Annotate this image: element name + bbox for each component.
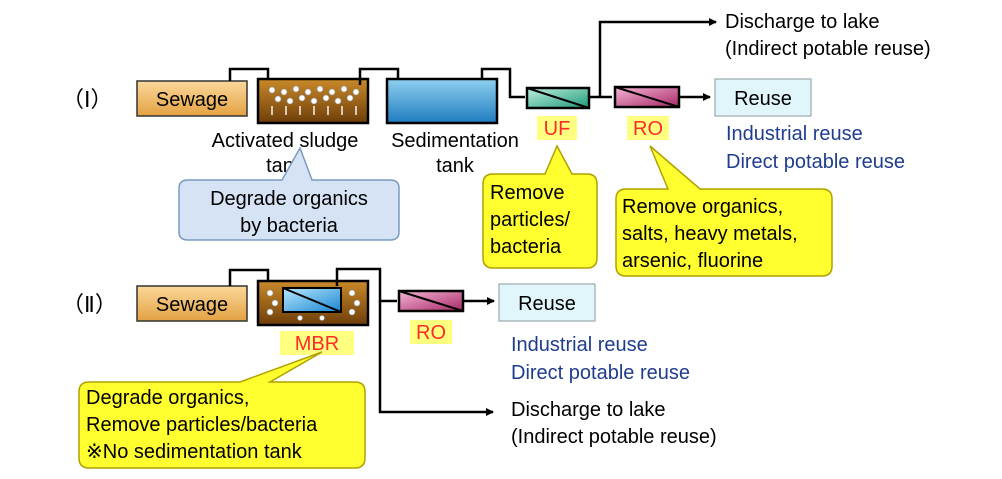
row1-sewage-label: Sewage xyxy=(156,89,228,111)
row1-industrial-reuse: Industrial reuse xyxy=(726,123,863,145)
row1-discharge-1: Discharge to lake xyxy=(725,11,880,33)
row1-direct-potable-reuse: Direct potable reuse xyxy=(726,151,905,173)
row1-pipe-sludge-sed xyxy=(358,67,400,85)
row1-marker: （Ⅰ） xyxy=(62,87,113,112)
row1-callout-bacteria: Degrade organics by bacteria xyxy=(178,146,400,241)
row1-uf-tag: UF xyxy=(537,116,577,140)
row2-marker: （Ⅱ） xyxy=(62,292,117,317)
row2-industrial-reuse: Industrial reuse xyxy=(511,334,648,356)
row1-sed-label-1: Sedimentation xyxy=(391,130,519,152)
row1-activated-sludge-tank xyxy=(256,77,370,125)
row1-reuse-box: Reuse xyxy=(714,78,812,117)
row2-ro-tag: RO xyxy=(410,320,452,344)
row1-callout-bacteria-1: Degrade organics xyxy=(210,188,368,210)
row2-mbr-tag: MBR xyxy=(280,331,354,355)
row1-aerator-icon xyxy=(271,106,357,115)
row2-pipe-mbr-ro xyxy=(335,267,397,303)
row1-sed-label-2: tank xyxy=(436,155,475,177)
row1-sewage-box: Sewage xyxy=(136,80,248,117)
row1-arrow-discharge xyxy=(598,18,717,97)
row2-discharge-1: Discharge to lake xyxy=(511,399,666,421)
row2-reuse-label: Reuse xyxy=(518,293,576,315)
row1-ro-tag: RO xyxy=(627,116,669,140)
row2-ro-label: RO xyxy=(416,322,446,344)
row1-ro-module xyxy=(613,85,681,109)
row2-reuse-box: Reuse xyxy=(498,283,596,322)
row1-sedimentation-tank xyxy=(385,77,499,125)
row2-pipe-sewage-mbr xyxy=(228,268,270,286)
row1-uf-module xyxy=(525,86,591,110)
row2-mbr-tank xyxy=(256,279,370,327)
row1-callout-ro: Remove organics, salts, heavy metals, ar… xyxy=(615,145,833,277)
row1-discharge-2: (Indirect potable reuse) xyxy=(725,38,931,60)
row1-bubbles-icon xyxy=(268,85,360,105)
row1-reuse-label: Reuse xyxy=(734,88,792,110)
row2-direct-potable-reuse: Direct potable reuse xyxy=(511,362,690,384)
row1-callout-ro-1: Remove organics, xyxy=(622,196,783,218)
row2-callout-mbr: Degrade organics, Remove particles/bacte… xyxy=(78,351,366,469)
row1-callout-bacteria-2: by bacteria xyxy=(240,215,339,237)
row1-callout-uf-3: bacteria xyxy=(490,236,562,258)
row2-sewage-label: Sewage xyxy=(156,294,228,316)
row2-bubbles-icon xyxy=(266,289,361,321)
row2-callout-mbr-2: Remove particles/bacteria xyxy=(86,414,318,436)
row1-callout-ro-2: salts, heavy metals, xyxy=(622,223,798,245)
row1-uf-label: UF xyxy=(544,118,571,140)
row1-sludge-label-1: Activated sludge xyxy=(212,130,359,152)
row2-mbr-label: MBR xyxy=(295,333,339,355)
row1-callout-uf-1: Remove xyxy=(490,182,564,204)
row2-arrow-discharge xyxy=(378,301,494,416)
row2-callout-mbr-3: ※No sedimentation tank xyxy=(86,441,303,463)
row1-callout-uf: Remove particles/ bacteria xyxy=(482,144,598,269)
row2-ro-module xyxy=(397,289,465,313)
row2-discharge-2: (Indirect potable reuse) xyxy=(511,426,717,448)
row2-sewage-box: Sewage xyxy=(136,285,248,322)
row1-callout-uf-2: particles/ xyxy=(490,209,570,231)
row1-pipe-sewage-sludge xyxy=(228,67,270,85)
row1-ro-label: RO xyxy=(633,118,663,140)
row1-callout-ro-3: arsenic, fluorine xyxy=(622,250,763,272)
row1-pipe-sed-uf xyxy=(480,67,525,99)
row2-callout-mbr-1: Degrade organics, xyxy=(86,387,249,409)
